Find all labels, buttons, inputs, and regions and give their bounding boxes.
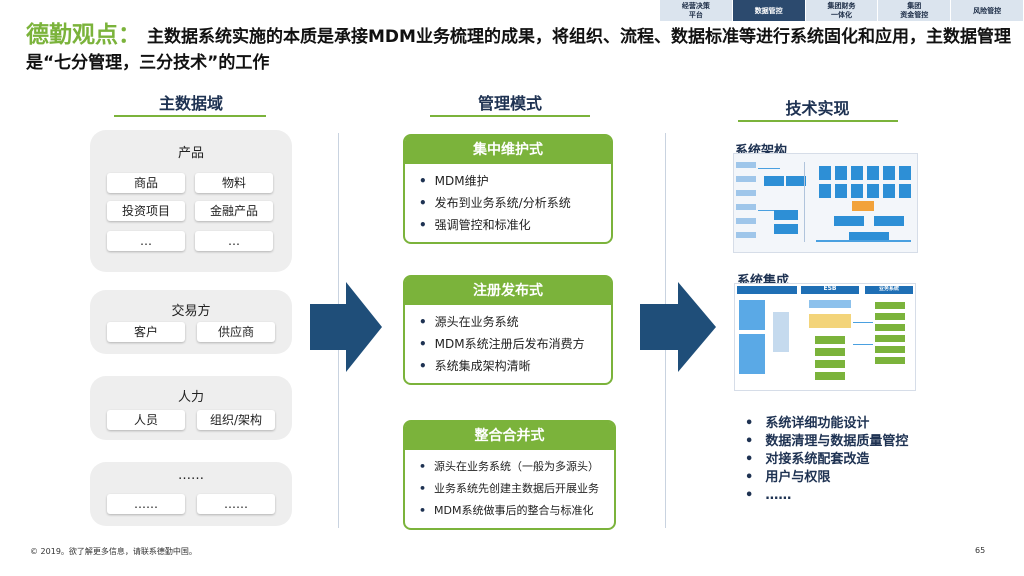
tech-title-underline <box>738 120 898 122</box>
page-heading: 德勤观点：主数据系统实施的本质是承接MDM业务梳理的成果，将组织、流程、数据标准… <box>26 22 1016 76</box>
tab-data-governance[interactable]: 数据管控 <box>732 0 806 21</box>
heading-accent: 德勤观点： <box>26 22 141 48</box>
mode-item: 发布到业务系统/分析系统 <box>419 192 611 214</box>
mode-card-consolidation: 整合合并式 源头在业务系统（一般为多源头） 业务系统先创建主数据后开展业务 MD… <box>403 420 616 530</box>
chip: 金融产品 <box>195 201 273 221</box>
tech-column-title: 技术实现 <box>785 99 850 118</box>
footer-copyright: © 2019。欲了解更多信息，请联系德勤中国。 <box>30 547 197 556</box>
mode-card-registry: 注册发布式 源头在业务系统 MDM系统注册后发布消费方 系统集成架构清晰 <box>403 275 613 385</box>
domain-more: …… …… …… <box>90 462 292 526</box>
integration-diagram: ESB 业务系统 <box>734 283 916 391</box>
chip: …… <box>107 494 185 514</box>
chip: 商品 <box>107 173 185 193</box>
mode-item: MDM系统做事后的整合与标准化 <box>419 500 614 522</box>
esb-label: ESB <box>823 285 837 292</box>
tab-decision[interactable]: 经营决策 平台 <box>660 0 733 21</box>
mode-card-centralized: 集中维护式 MDM维护 发布到业务系统/分析系统 强调管控和标准化 <box>403 134 613 244</box>
mode-item: MDM系统注册后发布消费方 <box>419 333 611 355</box>
heading-text: 主数据系统实施的本质是承接MDM业务梳理的成果，将组织、流程、数据标准等进行系统… <box>26 27 1011 73</box>
domain-counterparty: 交易方 客户 供应商 <box>90 290 292 354</box>
chip: 物料 <box>195 173 273 193</box>
mode-card-title: 集中维护式 <box>405 136 611 164</box>
tech-item: 数据清理与数据质量管控 <box>745 433 908 451</box>
page-number: 65 <box>975 546 986 555</box>
domain-column-title: 主数据域 <box>158 94 223 113</box>
tech-list: 系统详细功能设计 数据清理与数据质量管控 对接系统配套改造 用户与权限 …… <box>745 415 908 505</box>
mode-column-title: 管理模式 <box>477 94 542 113</box>
architecture-diagram <box>733 153 918 253</box>
domain-product: 产品 商品 物料 投资项目 金融产品 … … <box>90 130 292 272</box>
mode-card-title: 注册发布式 <box>405 277 611 305</box>
tab-group-treasury[interactable]: 集团 资金管控 <box>878 0 952 21</box>
tech-item: …… <box>745 487 908 505</box>
domain-label: 产品 <box>177 146 204 161</box>
chip: …… <box>197 494 275 514</box>
chip: 客户 <box>107 322 185 342</box>
mode-item: 源头在业务系统 <box>419 311 611 333</box>
mode-item: 强调管控和标准化 <box>419 214 611 236</box>
chip: … <box>107 231 185 251</box>
mode-title-underline <box>430 115 590 117</box>
domain-hr: 人力 人员 组织/架构 <box>90 376 292 440</box>
mode-item: 系统集成架构清晰 <box>419 355 611 377</box>
mode-item: MDM维护 <box>419 170 611 192</box>
tab-group-finance[interactable]: 集团财务 一体化 <box>805 0 879 21</box>
tab-risk[interactable]: 风险管控 <box>951 0 1024 21</box>
domain-label: 人力 <box>177 390 204 405</box>
chip: 组织/架构 <box>197 410 275 430</box>
tech-item: 对接系统配套改造 <box>745 451 908 469</box>
chip: 投资项目 <box>107 201 185 221</box>
mode-item: 源头在业务系统（一般为多源头） <box>419 456 614 478</box>
mode-item: 业务系统先创建主数据后开展业务 <box>419 478 614 500</box>
chip: 人员 <box>107 410 185 430</box>
mode-card-title: 整合合并式 <box>405 422 614 450</box>
tech-item: 用户与权限 <box>745 469 908 487</box>
chip: 供应商 <box>197 322 275 342</box>
right-arrow-icon <box>310 282 382 372</box>
top-nav: 经营决策 平台 数据管控 集团财务 一体化 集团 资金管控 风险管控 <box>660 0 1024 21</box>
business-system-label: 业务系统 <box>878 286 899 292</box>
domain-label: …… <box>178 468 204 483</box>
domain-title-underline <box>114 115 266 117</box>
tech-item: 系统详细功能设计 <box>745 415 908 433</box>
chip: … <box>195 231 273 251</box>
domain-label: 交易方 <box>171 304 211 319</box>
right-arrow-icon <box>640 282 716 372</box>
